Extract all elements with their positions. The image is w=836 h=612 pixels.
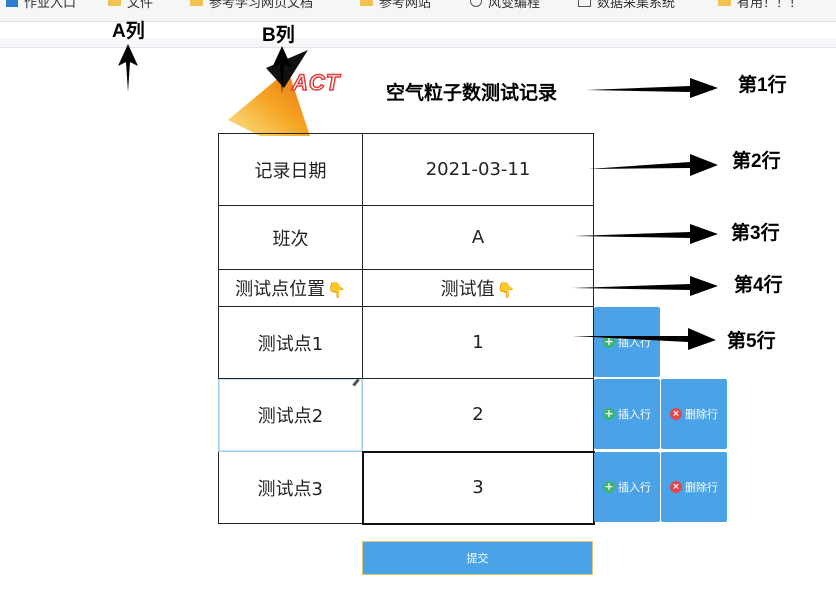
record-table: 记录日期 2021-03-11 班次 A 测试点位置👇 测试值👇 测试点1 1 … (218, 133, 595, 525)
edit-pencil-icon (352, 378, 360, 387)
image-icon (578, 0, 591, 7)
bookmark-item[interactable]: 文件 (108, 0, 153, 11)
cell-record-date-value[interactable]: 2021-03-11 (362, 133, 594, 206)
row-2-annotation: 第2行 (732, 151, 781, 172)
bookmark-item[interactable]: 有用！！！ (718, 0, 802, 11)
test-point-2-text: 测试点2 (257, 406, 324, 427)
cell-test-point-1[interactable]: 测试点1 (218, 306, 363, 379)
arrow-row-3 (574, 224, 718, 244)
bookmark-item[interactable]: 风变编程 (470, 0, 540, 11)
logo-text: ACT (291, 69, 341, 96)
circle-icon (470, 0, 482, 7)
bookmarks-bar: 作业入口 文件 参考学习网页文档 参考网站 风变编程 数据采集系统 有用！！！ (0, 0, 836, 22)
arrow-row-2 (588, 154, 718, 176)
cell-test-value-header[interactable]: 测试值👇 (362, 269, 594, 307)
column-b-annotation: B列 (262, 25, 295, 46)
bookmark-item[interactable]: 数据采集系统 (578, 0, 675, 11)
plus-icon: + (603, 335, 615, 348)
table-row: 测试点位置👇 测试值👇 (218, 269, 594, 307)
table-row: 测试点1 1 (218, 306, 594, 379)
folder-icon (360, 0, 373, 6)
cell-record-date-label[interactable]: 记录日期 (218, 133, 363, 206)
close-icon: × (670, 481, 682, 493)
submit-button[interactable]: 提交 (362, 541, 593, 575)
column-a-annotation: A列 (112, 21, 145, 42)
cell-test-point-3[interactable]: 测试点3 (218, 451, 363, 524)
row-4-annotation: 第4行 (734, 275, 783, 296)
plus-icon: + (603, 480, 615, 493)
arrow-up-column-a (118, 44, 138, 92)
insert-row-button-3[interactable]: +插入行 (594, 452, 660, 522)
bookmarks-bar-bottom (0, 38, 836, 48)
row-1-annotation: 第1行 (738, 75, 787, 96)
plus-icon: + (603, 407, 615, 420)
cell-test-value-1[interactable]: 1 (362, 306, 594, 379)
close-icon: × (670, 408, 682, 420)
hand-down-icon: 👇 (496, 281, 516, 299)
bookmark-item[interactable]: 参考网站 (360, 0, 431, 11)
test-point-header-text: 测试点位置 (235, 279, 326, 300)
delete-row-button-3[interactable]: ×删除行 (661, 452, 727, 522)
insert-row-button-1[interactable]: +插入行 (594, 307, 660, 377)
cell-test-value-3[interactable]: 3 (361, 450, 595, 525)
cell-test-value-2[interactable]: 2 (362, 378, 594, 452)
folder-icon (718, 0, 731, 6)
folder-icon (190, 0, 203, 6)
cell-test-point-2[interactable]: 测试点2 (218, 378, 363, 452)
cell-shift-value[interactable]: A (362, 205, 594, 270)
table-row: 记录日期 2021-03-11 (218, 133, 594, 206)
table-row: 测试点2 2 (218, 378, 594, 452)
cell-test-point-header[interactable]: 测试点位置👇 (218, 269, 363, 307)
hand-down-icon: 👇 (327, 281, 346, 299)
test-value-header-text: 测试值 (440, 279, 495, 300)
delete-row-button-2[interactable]: ×删除行 (661, 379, 727, 449)
table-row: 班次 A (218, 205, 594, 270)
insert-row-button-2[interactable]: +插入行 (594, 379, 660, 449)
cell-shift-label[interactable]: 班次 (218, 205, 363, 270)
bookmark-item[interactable]: 参考学习网页文档 (190, 0, 313, 11)
grid-icon (6, 0, 18, 7)
arrow-row-1 (586, 78, 718, 98)
table-row: 测试点3 3 (218, 450, 595, 525)
page-title: 空气粒子数测试记录 (386, 83, 558, 104)
folder-icon (108, 0, 121, 6)
bookmark-item[interactable]: 作业入口 (6, 0, 76, 11)
row-3-annotation: 第3行 (731, 223, 780, 244)
row-5-annotation: 第5行 (727, 331, 776, 352)
